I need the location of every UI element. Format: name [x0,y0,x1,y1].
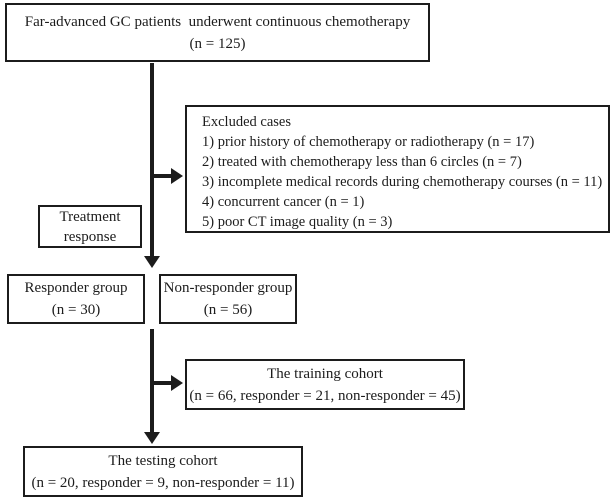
box-testing-cohort: The testing cohort (n = 20, responder = … [23,446,303,497]
arrow-patients-to-groups-stem [150,63,154,257]
box-non-responder-group: Non-responder group (n = 56) [159,274,297,324]
excluded-title: Excluded cases [202,114,291,130]
excluded-item-5: 5) poor CT image quality (n = 3) [202,214,393,230]
testing-cohort-counts: (n = 20, responder = 9, non-responder = … [31,474,295,491]
arrow-to-excluded-head-icon [171,168,183,184]
training-cohort-counts: (n = 66, responder = 21, non-responder =… [189,387,461,404]
responder-group-label: Responder group [24,280,128,296]
arrow-patients-to-groups-head-icon [144,256,160,268]
treatment-response-line2: response [63,228,117,245]
responder-group-count: (n = 30) [51,302,101,318]
testing-cohort-label: The testing cohort [108,452,218,469]
non-responder-group-count: (n = 56) [203,302,253,318]
arrow-groups-to-testing-head-icon [144,432,160,444]
non-responder-group-label: Non-responder group [163,280,293,296]
excluded-item-4: 4) concurrent cancer (n = 1) [202,194,365,210]
box-treatment-response: Treatment response [38,205,142,248]
arrow-to-excluded-stem [152,174,172,178]
box-responder-group: Responder group (n = 30) [7,274,145,324]
box-patients-line1: Far-advanced GC patients underwent conti… [24,13,411,30]
excluded-item-2: 2) treated with chemotherapy less than 6… [202,154,522,170]
box-excluded-cases: Excluded cases 1) prior history of chemo… [185,105,610,233]
arrow-to-training-stem [152,381,172,385]
excluded-item-3: 3) incomplete medical records during che… [202,174,603,190]
excluded-item-1: 1) prior history of chemotherapy or radi… [202,134,535,150]
box-training-cohort: The training cohort (n = 66, responder =… [185,359,465,410]
box-patients: Far-advanced GC patients underwent conti… [5,3,430,62]
box-patients-count: (n = 125) [189,35,246,52]
arrow-to-training-head-icon [171,375,183,391]
treatment-response-line1: Treatment [59,208,121,225]
training-cohort-label: The training cohort [267,365,383,382]
